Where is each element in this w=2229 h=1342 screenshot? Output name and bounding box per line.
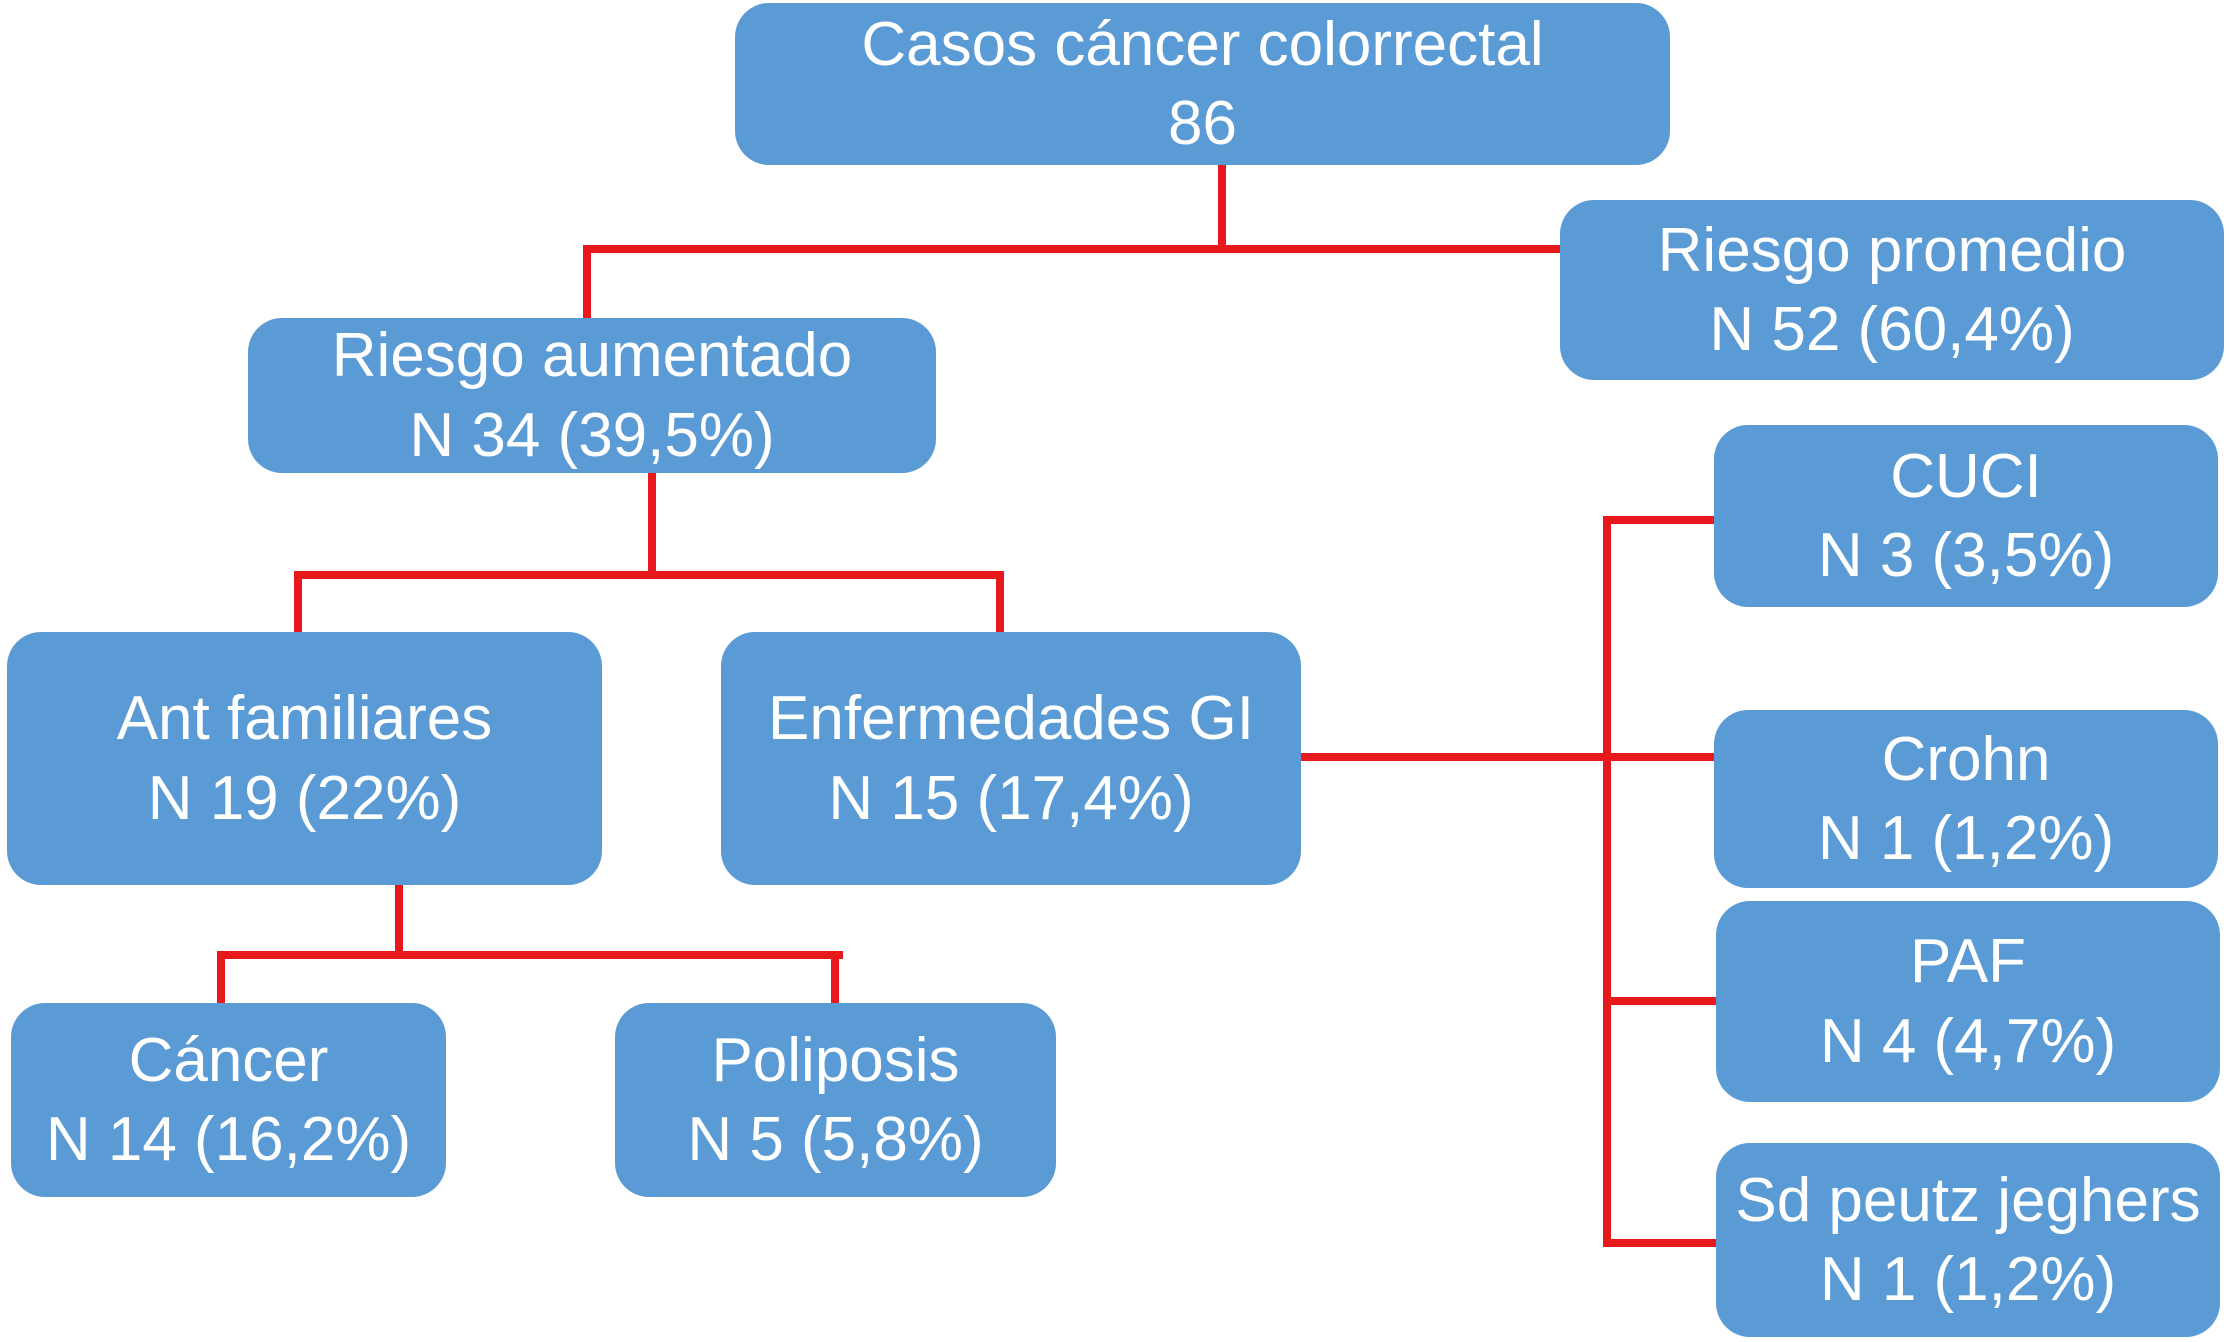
node-label: CUCI: [1890, 441, 2042, 511]
node-label: Poliposis: [711, 1025, 960, 1095]
connector-aumentado-in: [583, 245, 591, 322]
node-label: Riesgo promedio: [1657, 215, 2127, 285]
node-value: N 1 (1,2%): [1817, 804, 2115, 873]
connector-enfermedadesgi-in: [996, 571, 1004, 636]
node-cancer: Cáncer N 14 (16,2%): [11, 1003, 446, 1197]
node-label: Enfermedades GI: [768, 684, 1254, 754]
connector-antfamiliares-out: [395, 883, 403, 959]
connector-gi-to-trunk: [1301, 753, 1716, 761]
node-cuci: CUCI N 3 (3,5%): [1714, 425, 2218, 607]
node-riesgo-promedio: Riesgo promedio N 52 (60,4%): [1560, 200, 2224, 380]
connector-paf-stub: [1603, 997, 1718, 1005]
node-enfermedades-gi: Enfermedades GI N 15 (17,4%): [721, 632, 1301, 885]
node-label: Sd peutz jeghers: [1735, 1165, 2201, 1235]
node-label: PAF: [1910, 927, 2026, 997]
connector-cuci-stub: [1603, 516, 1716, 524]
node-value: N 19 (22%): [147, 763, 462, 833]
connector-casos-down: [1218, 165, 1226, 253]
connector-peutzjeghers-stub: [1603, 1239, 1718, 1247]
node-value: N 4 (4,7%): [1819, 1006, 2117, 1076]
node-value: N 14 (16,2%): [45, 1105, 412, 1174]
node-label: Cáncer: [128, 1025, 329, 1095]
connector-cancer-in: [217, 951, 225, 1007]
node-value: N 5 (5,8%): [687, 1105, 984, 1174]
node-paf: PAF N 4 (4,7%): [1716, 901, 2220, 1102]
node-sd-peutz-jeghers: Sd peutz jeghers N 1 (1,2%): [1716, 1143, 2220, 1337]
node-crohn: Crohn N 1 (1,2%): [1714, 710, 2218, 888]
connector-aumentado-out: [648, 471, 656, 579]
connector-level1-horizontal: [583, 245, 1560, 253]
node-label: Riesgo aumentado: [331, 321, 853, 391]
connector-level2-horizontal: [294, 571, 1004, 579]
node-label: Casos cáncer colorrectal: [861, 9, 1544, 79]
node-value: N 1 (1,2%): [1819, 1245, 2117, 1314]
node-value: N 52 (60,4%): [1709, 295, 2075, 364]
node-casos-cancer-colorrectal: Casos cáncer colorrectal 86: [735, 3, 1670, 165]
node-riesgo-aumentado: Riesgo aumentado N 34 (39,5%): [248, 318, 936, 473]
connector-right-trunk: [1603, 516, 1611, 1247]
connector-antfamiliares-in: [294, 571, 302, 636]
connector-poliposis-in: [831, 951, 839, 1007]
node-value: N 15 (17,4%): [828, 763, 1194, 833]
node-value: N 34 (39,5%): [409, 400, 775, 470]
node-ant-familiares: Ant familiares N 19 (22%): [7, 632, 602, 885]
node-label: Ant familiares: [116, 684, 493, 754]
node-label: Crohn: [1881, 724, 2051, 794]
connector-level3-horizontal: [217, 951, 843, 959]
node-value: 86: [1168, 89, 1237, 158]
node-value: N 3 (3,5%): [1817, 521, 2115, 590]
node-poliposis: Poliposis N 5 (5,8%): [615, 1003, 1056, 1197]
